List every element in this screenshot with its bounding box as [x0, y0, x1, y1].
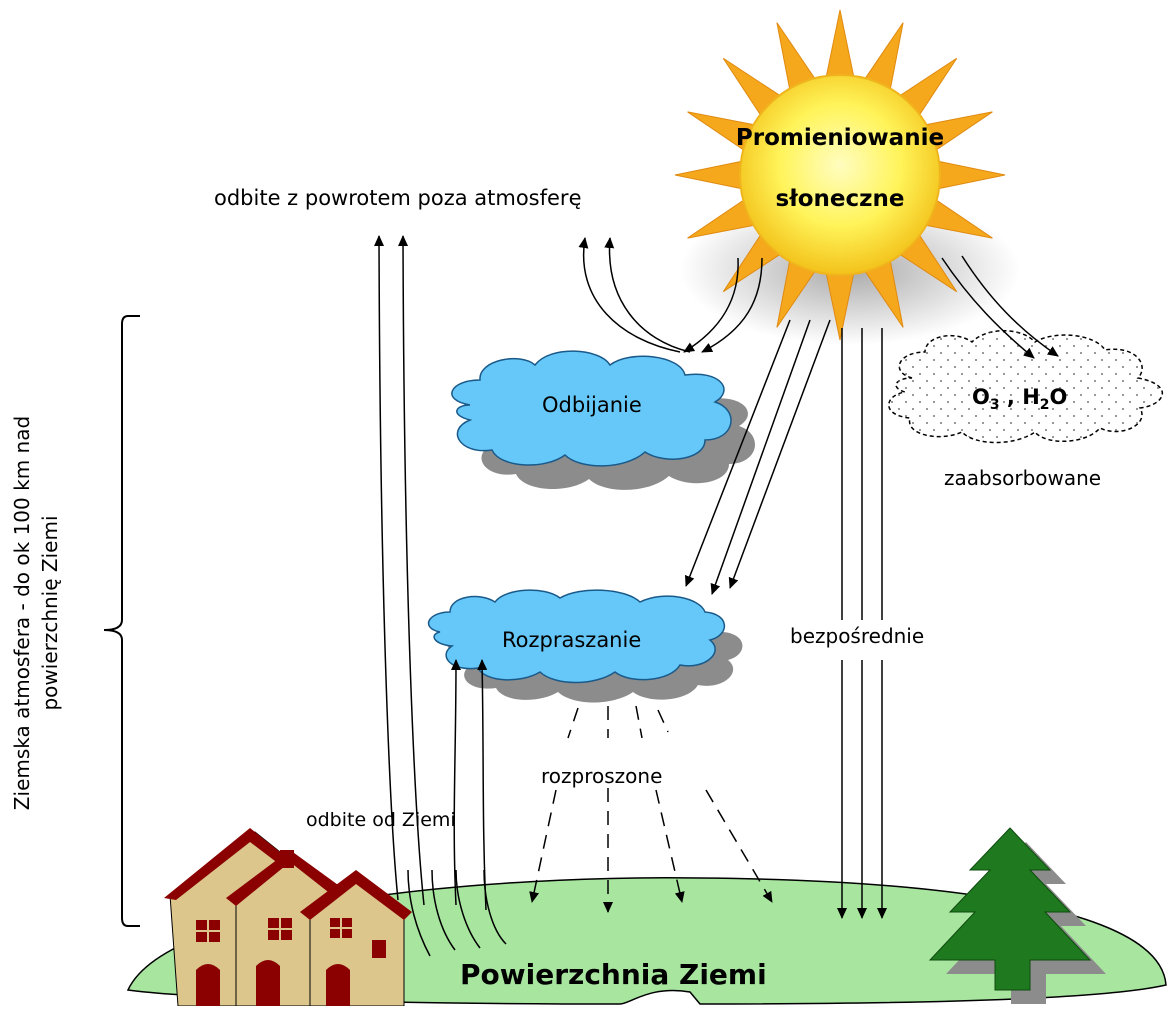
absorbed-label: zaabsorbowane — [944, 466, 1102, 490]
reflected-back-label: odbite z powrotem poza atmosferę — [214, 186, 582, 210]
reflection-cloud — [451, 350, 756, 490]
tree — [928, 827, 1106, 1004]
sun-ray — [824, 9, 856, 85]
reflection-cloud-label: Odbijanie — [542, 393, 642, 417]
earth-reflected-label: odbite od Ziemi — [306, 809, 456, 831]
arrows-to-scattering-cloud — [684, 319, 831, 595]
atmosphere-bracket — [103, 315, 140, 927]
atmosphere-label-line1: Ziemska atmosfera - do ok 100 km nad — [10, 415, 34, 811]
sun-rays — [674, 9, 1006, 341]
atmosphere-label: Ziemska atmosfera - do ok 100 km nad pow… — [8, 328, 64, 898]
gas-ozone: O — [972, 385, 990, 409]
gas-water-o: O — [1049, 385, 1068, 409]
absorption-cloud — [888, 330, 1163, 444]
sun-core — [739, 74, 941, 276]
arrows-reflected-from-cloud — [578, 237, 691, 353]
scattering-cloud-label: Rozpraszanie — [502, 628, 642, 652]
scattering-cloud — [427, 589, 743, 703]
atmosphere-label-line2: powierzchnię Ziemi — [38, 515, 62, 711]
absorption-cloud-label: O3 , H2O — [972, 385, 1067, 413]
scattered-label: rozproszone — [541, 764, 663, 788]
arrows-direct — [842, 328, 882, 918]
gas-ozone-subscript: 3 — [989, 397, 1000, 414]
houses — [164, 828, 412, 1007]
arrows-reflected-from-earth — [374, 235, 507, 957]
gas-water-h: H — [1022, 385, 1040, 409]
gas-water-subscript: 2 — [1039, 397, 1050, 414]
direct-label: bezpośrednie — [790, 624, 925, 648]
sun-label-line1: Promieniowanie — [735, 125, 945, 151]
arrows-to-reflection-cloud — [683, 257, 763, 353]
sun-label-line2: słoneczne — [775, 186, 905, 212]
arrows-scattered — [529, 705, 773, 913]
gas-separator: , — [999, 385, 1023, 409]
arrows-to-absorption-cloud — [941, 255, 1059, 359]
ground-label: Powierzchnia Ziemi — [460, 958, 767, 991]
